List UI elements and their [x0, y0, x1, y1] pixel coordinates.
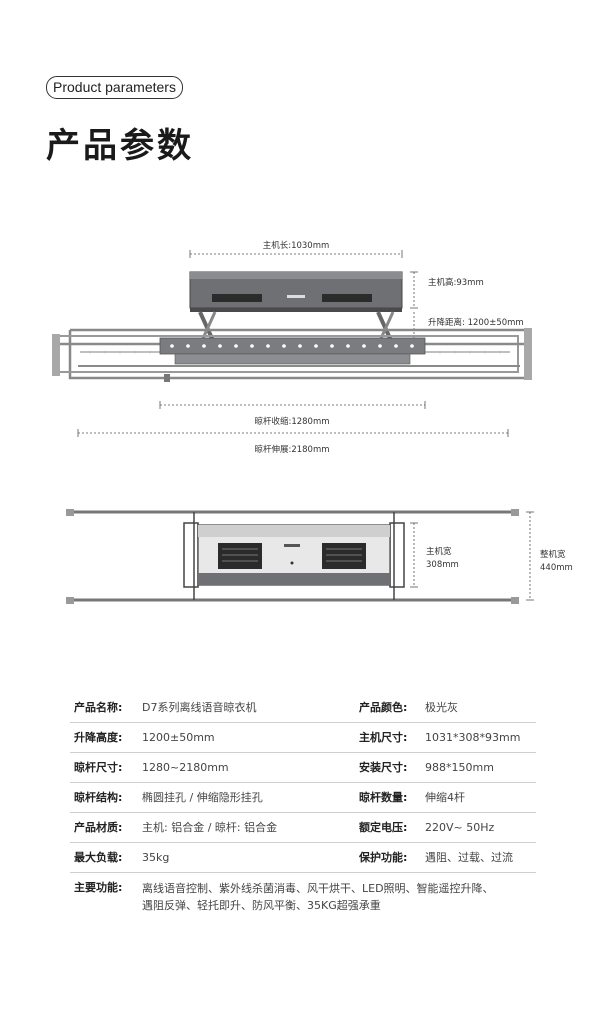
spec-value: 35kg — [142, 851, 170, 864]
functions-value: 离线语音控制、紫外线杀菌消毒、风干烘干、LED照明、智能遥控升降、 遇阻反弹、轻… — [142, 880, 532, 914]
spec-label: 晾杆结构: — [74, 791, 123, 804]
table-row-functions: 主要功能: 离线语音控制、紫外线杀菌消毒、风干烘干、LED照明、智能遥控升降、 … — [70, 873, 536, 923]
top-view-diagram: 主机宽 308mm 整机宽 440mm — [66, 509, 573, 604]
page-title: 产品参数 — [46, 126, 194, 166]
functions-line: 离线语音控制、紫外线杀菌消毒、风干烘干、LED照明、智能遥控升降、 — [142, 882, 494, 895]
side-view-diagram: 主机长:1030mm 主机高:93mm 升降距离: 1200±50mm — [52, 240, 532, 455]
spec-value: 椭圆挂孔 / 伸缩隐形挂孔 — [142, 791, 263, 804]
spec-label: 晾杆尺寸: — [74, 761, 123, 774]
spec-label: 产品颜色: — [359, 701, 408, 714]
host-length-label: 主机长:1030mm — [263, 240, 330, 251]
spec-table: 产品名称: D7系列离线语音晾衣机 产品颜色: 极光灰 升降高度: 1200±5… — [70, 693, 536, 923]
functions-line: 遇阻反弹、轻托即升、防风平衡、35KG超强承重 — [142, 899, 381, 912]
spec-value: 遇阻、过载、过流 — [425, 851, 513, 864]
spec-label: 最大负载: — [74, 851, 123, 864]
spec-label: 产品材质: — [74, 821, 123, 834]
total-width-label: 整机宽 — [540, 549, 566, 560]
host-height-label: 主机高:93mm — [428, 277, 484, 288]
section-tag: Product parameters — [46, 76, 183, 99]
table-row: 产品材质: 主机: 铝合金 / 晾杆: 铝合金 额定电压: 220V~ 50Hz — [70, 813, 536, 843]
spec-value: 伸缩4杆 — [425, 791, 465, 804]
spec-value: 988*150mm — [425, 761, 494, 774]
table-row: 最大负载: 35kg 保护功能: 遇阻、过载、过流 — [70, 843, 536, 873]
rod-retracted-label: 晾杆收缩:1280mm — [254, 416, 329, 427]
spec-value: 主机: 铝合金 / 晾杆: 铝合金 — [142, 821, 278, 834]
spec-label: 主机尺寸: — [359, 731, 408, 744]
table-row: 晾杆尺寸: 1280~2180mm 安装尺寸: 988*150mm — [70, 753, 536, 783]
table-row: 晾杆结构: 椭圆挂孔 / 伸缩隐形挂孔 晾杆数量: 伸缩4杆 — [70, 783, 536, 813]
spec-value: 1200±50mm — [142, 731, 215, 744]
total-width-value: 440mm — [540, 563, 573, 573]
spec-value: 极光灰 — [425, 701, 458, 714]
table-row: 产品名称: D7系列离线语音晾衣机 产品颜色: 极光灰 — [70, 693, 536, 723]
spec-label: 额定电压: — [359, 821, 408, 834]
spec-value: 1031*308*93mm — [425, 731, 521, 744]
spec-label: 保护功能: — [359, 851, 408, 864]
functions-label: 主要功能: — [74, 881, 123, 894]
spec-value: 220V~ 50Hz — [425, 821, 495, 834]
host-width-value: 308mm — [426, 560, 459, 570]
center-rod-bar — [159, 337, 426, 355]
spec-label: 产品名称: — [74, 701, 123, 714]
spec-label: 晾杆数量: — [359, 791, 408, 804]
spec-value: D7系列离线语音晾衣机 — [142, 701, 257, 714]
spec-value: 1280~2180mm — [142, 761, 229, 774]
table-row: 升降高度: 1200±50mm 主机尺寸: 1031*308*93mm — [70, 723, 536, 753]
host-width-label: 主机宽 — [426, 546, 452, 557]
lift-distance-label: 升降距离: 1200±50mm — [428, 317, 524, 328]
rod-extended-label: 晾杆伸展:2180mm — [254, 444, 329, 455]
spec-label: 升降高度: — [74, 731, 123, 744]
spec-label: 安装尺寸: — [359, 761, 408, 774]
